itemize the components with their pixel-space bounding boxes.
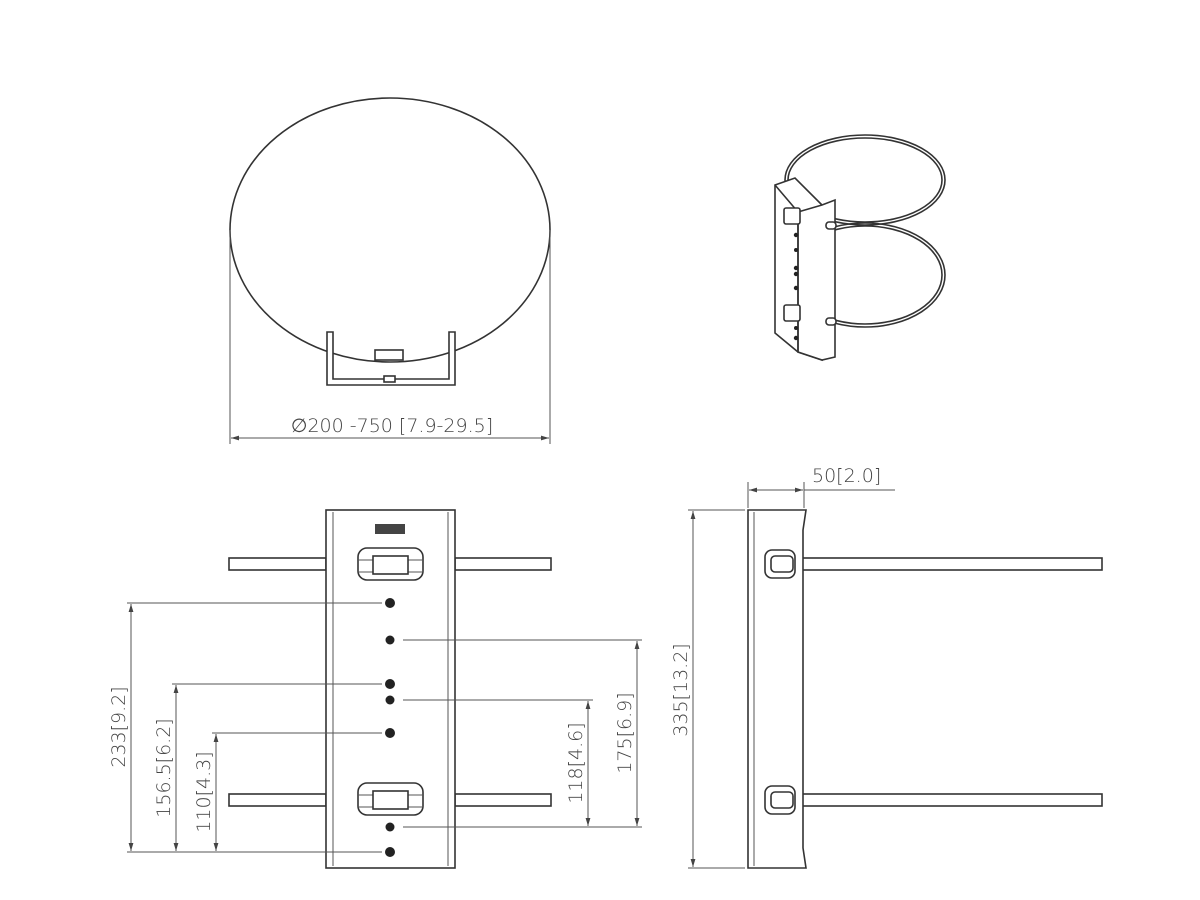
- diameter-label: ∅200 -750 [7.9-29.5]: [291, 415, 493, 437]
- pole-top-view: ∅200 -750 [7.9-29.5]: [229, 97, 551, 444]
- bracket-plate: [374, 349, 404, 361]
- pole-circle: [229, 97, 551, 363]
- logo: [375, 524, 405, 534]
- dim-118: 118[4.6]: [565, 722, 587, 803]
- dim-335: 335[13.2]: [670, 643, 692, 736]
- front-view: 233[9.2] 156.5[6.2] 110[4.3] 118[4.6] 17…: [108, 509, 642, 869]
- dim-50: 50[2.0]: [812, 465, 881, 487]
- isometric-view: [774, 134, 946, 362]
- side-view: 335[13.2] 50[2.0]: [670, 465, 1103, 869]
- dim-175: 175[6.9]: [614, 692, 636, 773]
- bracket-u: [326, 331, 456, 386]
- mounting-holes: [385, 598, 395, 857]
- dim-110: 110[4.3]: [193, 751, 215, 832]
- bracket-tab: [383, 375, 396, 383]
- side-plate: [747, 509, 807, 869]
- dim-156-5: 156.5[6.2]: [153, 718, 175, 817]
- dim-233: 233[9.2]: [108, 686, 130, 767]
